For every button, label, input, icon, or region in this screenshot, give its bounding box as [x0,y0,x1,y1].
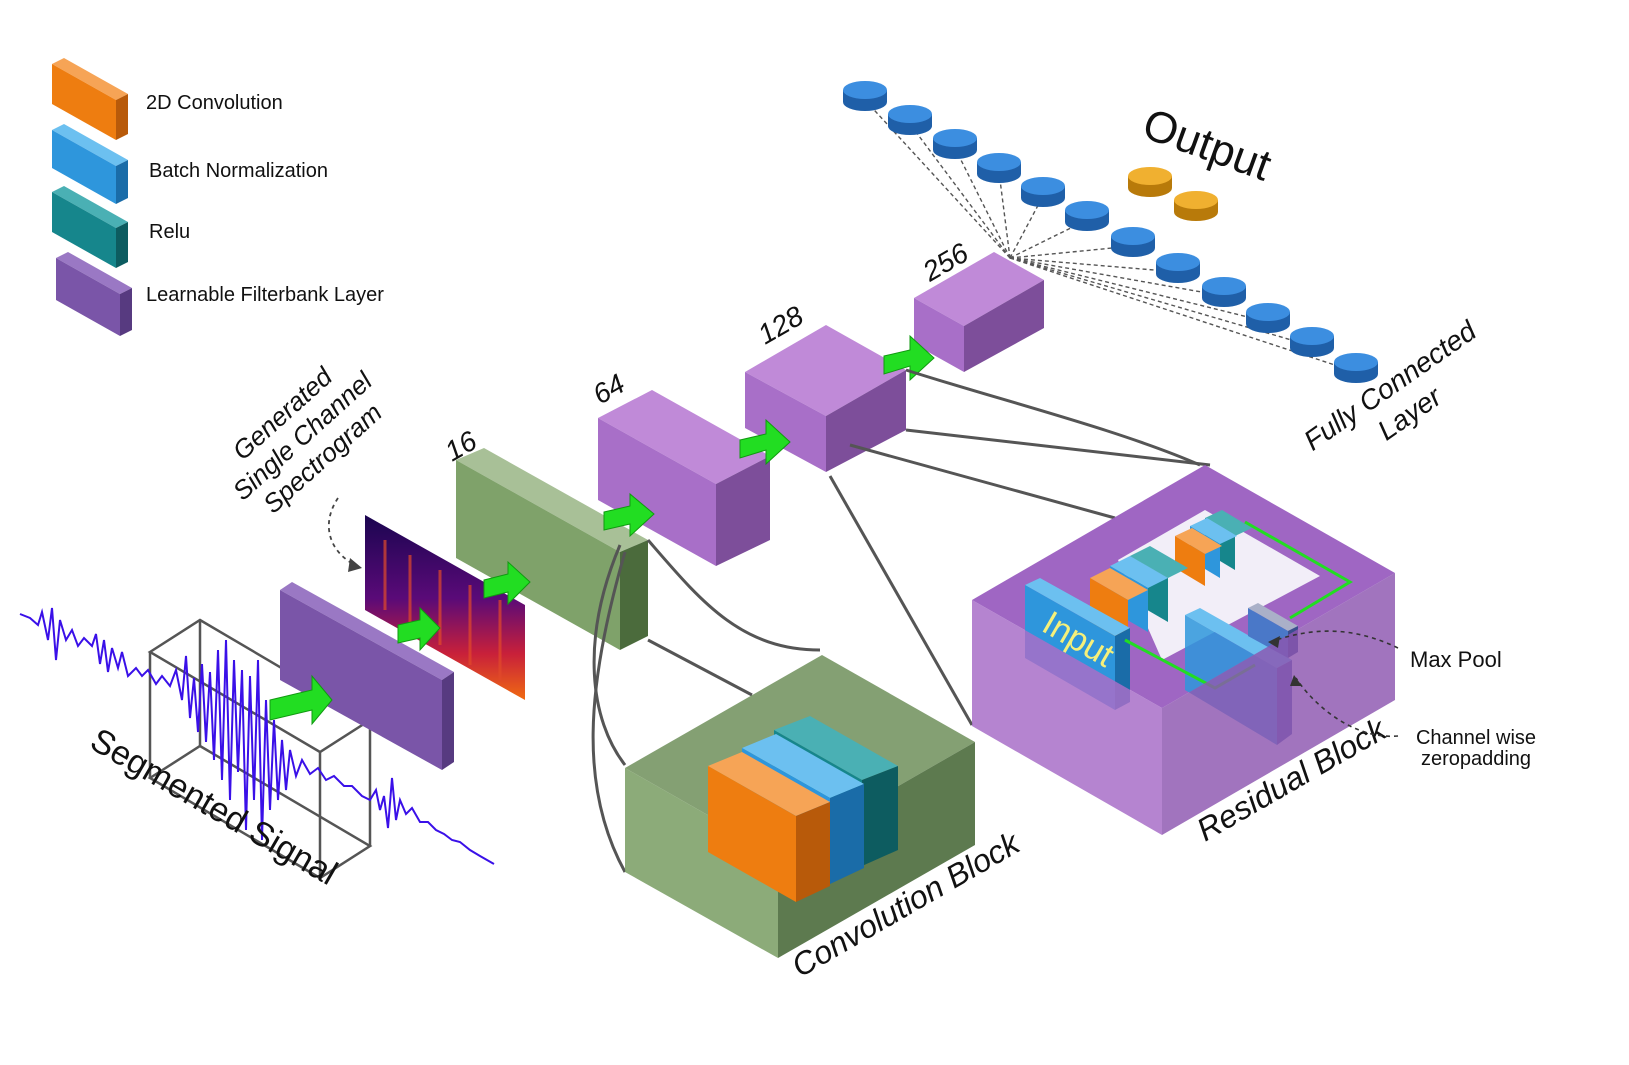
arrow-128-to-256 [883,334,935,382]
residual-block: Input Residual Block [972,465,1395,848]
legend-item-relu: Relu [52,186,190,268]
legend-label-bn: Batch Normalization [149,160,328,182]
legend-label-conv: 2D Convolution [146,92,283,114]
arrow-64-to-128 [739,418,791,466]
channel-label-line2: zeropadding [1421,748,1531,770]
fc-neuron [1156,253,1200,283]
residual-skip-connection [1244,520,1353,620]
channel-zeropadding-annotation: Channel wise zeropadding [1290,675,1536,770]
label-64: 64 [588,368,630,410]
output-neuron [1174,191,1218,221]
conv-block-conv [708,752,830,902]
fc-neuron [1065,201,1109,231]
legend-label-relu: Relu [149,221,190,243]
max-pool-annotation: Max Pool [1268,630,1502,672]
spectrogram-caption: Generated Single Channel Spectrogram [227,360,388,519]
output-neuron [1128,167,1172,197]
fc-neuron [1111,227,1155,257]
legend-item-bn: Batch Normalization [52,124,328,204]
fc-neuron [888,105,932,135]
fc-neuron [1021,177,1065,207]
channel-label-line1: Channel wise [1416,727,1536,749]
max-pool-label: Max Pool [1410,647,1502,672]
zoom-lines [591,368,1211,873]
fc-neuron [1246,303,1290,333]
filterbank-layer [280,582,454,770]
fc-neurons [843,81,1378,383]
fc-neuron [1202,277,1246,307]
legend-label-filterbank: Learnable Filterbank Layer [146,284,384,306]
residual-mid-stack [1090,546,1188,644]
arrow-16-to-64 [603,492,655,538]
fc-neuron [933,129,977,159]
arrow-signal-to-filterbank [269,674,333,726]
fc-neuron [977,153,1021,183]
legend-item-filterbank: Learnable Filterbank Layer [56,252,384,336]
spectrogram-image [365,515,525,700]
arrow-spectrogram-to-16 [483,560,531,606]
convolution-block: Convolution Block [625,655,1027,984]
fc-neuron [843,81,887,111]
fc-neuron [1290,327,1334,357]
fc-neuron [1334,353,1378,383]
output-neurons [1128,167,1218,221]
signal-waveform [19,607,495,865]
legend: 2D Convolution Batch Normalization Relu … [52,58,384,336]
legend-item-conv: 2D Convolution [52,58,283,140]
arrow-filterbank-to-spectrogram [397,606,441,652]
residual-top-stack [1175,510,1252,586]
